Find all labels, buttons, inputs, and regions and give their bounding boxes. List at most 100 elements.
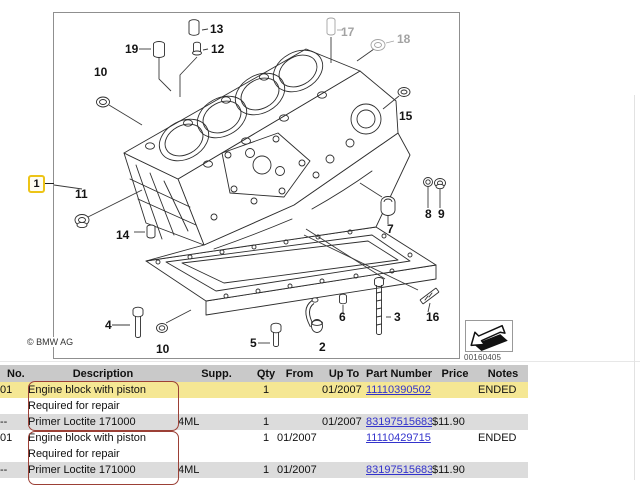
engine-block-outline — [123, 48, 437, 316]
column-header-supp: Supp. — [178, 365, 255, 382]
cell-notes: ENDED — [478, 432, 517, 444]
cell-notes — [478, 462, 528, 478]
column-header-price: Price — [432, 365, 478, 382]
cell-qty — [255, 398, 277, 414]
callout-2: 2 — [319, 340, 326, 354]
cell-up_to — [322, 462, 366, 478]
callout-12: 12 — [211, 42, 225, 56]
cell-price — [432, 430, 478, 446]
cell-up_to — [322, 430, 366, 446]
table-row[interactable]: Required for repair — [0, 398, 528, 414]
cell-qty: 1 — [262, 384, 270, 396]
callout-10: 10 — [156, 342, 170, 356]
window-edge — [634, 95, 635, 480]
table-row[interactable]: Required for repair — [0, 446, 528, 462]
copyright-text: © BMW AG — [27, 337, 76, 347]
cell-description: Primer Loctite 171000 — [28, 464, 136, 476]
callout-connector-line — [45, 183, 54, 184]
cell-qty: 1 — [262, 432, 270, 444]
cell-price — [432, 398, 478, 414]
cell-supp: 4ML — [178, 464, 200, 476]
callout-8: 8 — [425, 207, 432, 221]
column-header-description: Description — [28, 365, 178, 382]
callout-6: 6 — [339, 310, 346, 324]
column-header-up_to: Up To — [322, 365, 366, 382]
cell-part_number — [366, 446, 432, 462]
cell-supp: 4ML — [178, 416, 200, 428]
cell-description: Required for repair — [28, 400, 120, 412]
part-number-link[interactable]: 11110390502 — [366, 384, 431, 396]
cell-from — [277, 398, 322, 414]
column-header-part_number: Part Number — [366, 365, 432, 382]
cell-no: 01 — [0, 432, 13, 444]
column-header-from: From — [277, 365, 322, 382]
cell-notes: ENDED — [478, 384, 517, 396]
cell-price: $11.90 — [432, 416, 465, 428]
callout-18: 18 — [397, 32, 411, 46]
cell-part_number: 11110390502 — [366, 382, 432, 398]
arrow-icon — [470, 324, 508, 351]
cell-from — [277, 446, 322, 462]
table-row[interactable]: 01 Engine block with piston 1 01/2007 111103… — [0, 382, 528, 398]
diagram-thumbnail[interactable] — [465, 320, 513, 352]
part-glyphs — [74, 17, 446, 347]
cell-qty — [255, 446, 277, 462]
cell-supp — [178, 382, 255, 398]
cell-no: 01 — [0, 384, 13, 396]
part-number-link[interactable]: 83197515683 — [366, 416, 432, 428]
callout-4: 4 — [105, 318, 112, 332]
cell-supp — [178, 430, 255, 446]
cell-description: Engine block with piston — [28, 432, 147, 444]
callout-17: 17 — [341, 25, 355, 39]
cell-qty: 1 — [262, 416, 270, 428]
cell-supp — [178, 398, 255, 414]
part-number-link[interactable]: 11110429715 — [366, 432, 431, 444]
cell-price: $11.90 — [432, 464, 465, 476]
cell-up_to — [322, 446, 366, 462]
cell-price — [432, 446, 478, 462]
callout-13: 13 — [210, 22, 224, 36]
cell-notes — [478, 398, 528, 414]
callout-15: 15 — [399, 109, 413, 123]
column-header-no: No. — [0, 365, 28, 382]
callout-16: 16 — [426, 310, 440, 324]
cell-notes — [478, 446, 528, 462]
cell-description: Primer Loctite 171000 — [28, 416, 136, 428]
callout-10: 10 — [94, 65, 108, 79]
cell-description: Required for repair — [28, 448, 120, 460]
callout-9: 9 — [438, 207, 445, 221]
table-row[interactable]: 01 Engine block with piston 1 01/2007 111104… — [0, 430, 528, 446]
callout-7: 7 — [387, 222, 394, 236]
section-separator — [0, 361, 640, 362]
cell-part_number — [366, 398, 432, 414]
callout-19: 19 — [125, 42, 139, 56]
cell-qty: 1 — [262, 464, 270, 476]
callout-5: 5 — [250, 336, 257, 350]
cell-no — [0, 398, 28, 414]
cell-no — [0, 446, 28, 462]
callout-3: 3 — [394, 310, 401, 324]
cell-supp — [178, 446, 255, 462]
column-header-qty: Qty — [255, 365, 277, 382]
cell-from: 01/2007 — [277, 432, 317, 444]
cell-part_number: 11110429715 — [366, 430, 432, 446]
cell-from: 01/2007 — [277, 464, 317, 476]
cell-up_to — [322, 398, 366, 414]
cell-description: Engine block with piston — [28, 384, 147, 396]
callout-11: 11 — [75, 187, 88, 201]
main-assembly-callout[interactable]: 1 — [28, 175, 45, 193]
diagram-code: 00160405 — [464, 353, 502, 362]
column-header-notes: Notes — [478, 365, 528, 382]
cell-price — [432, 382, 478, 398]
part-number-link[interactable]: 83197515683 — [366, 464, 432, 476]
cell-no: -- — [0, 416, 8, 428]
cell-up_to: 01/2007 — [322, 384, 362, 396]
cell-part_number: 83197515683 — [366, 462, 432, 478]
